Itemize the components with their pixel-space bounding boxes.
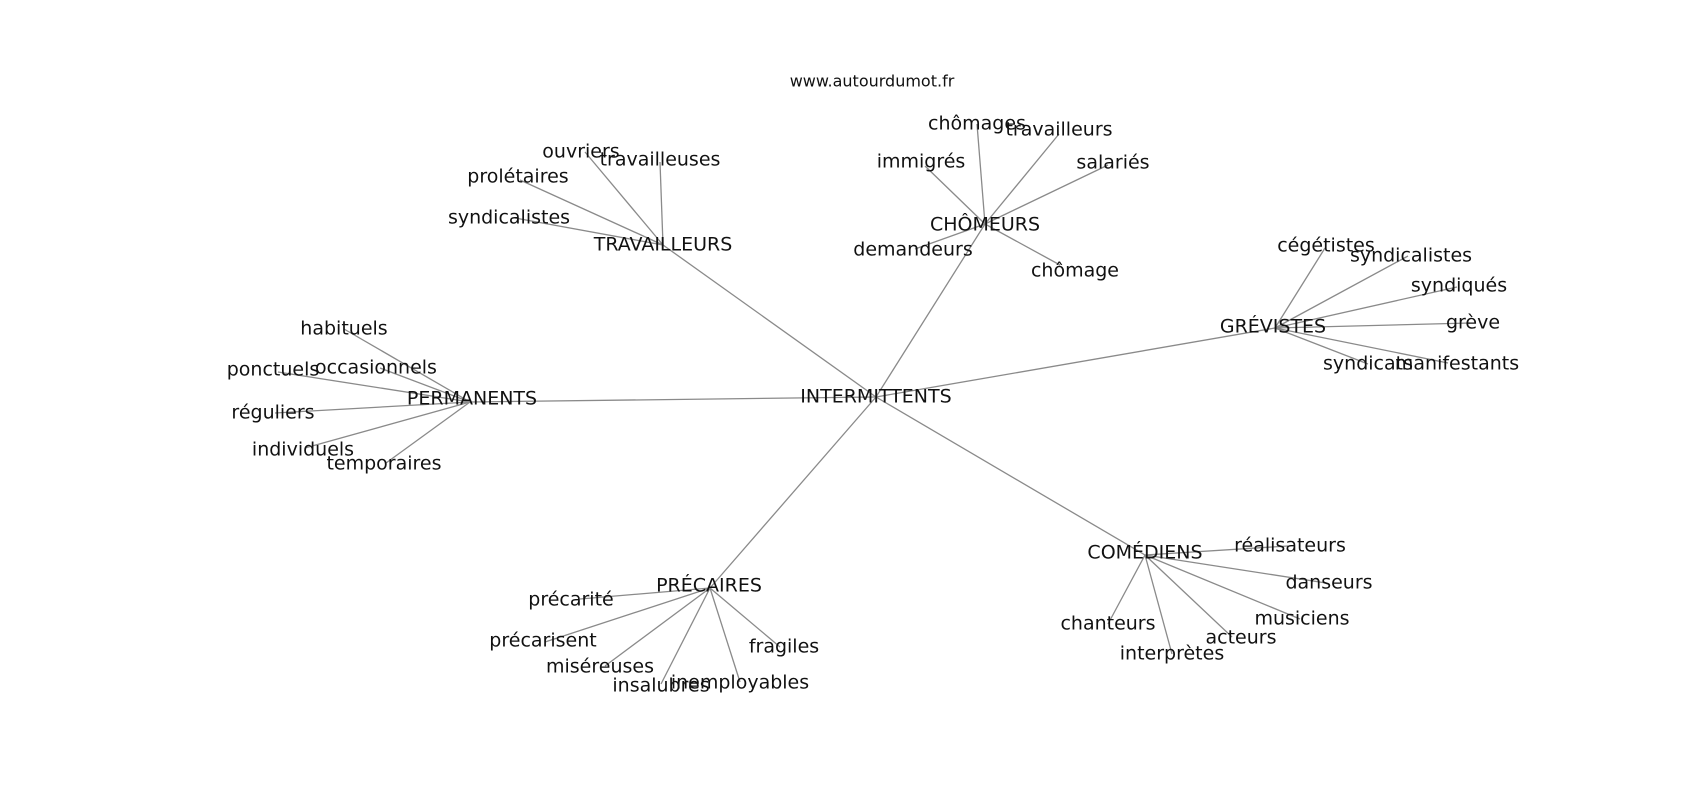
edge-precaires-leaf xyxy=(709,587,741,683)
edge-chomeurs-leaf xyxy=(976,123,986,225)
leaf-node-label: chanteurs xyxy=(1060,613,1155,635)
edge-permanents-leaf xyxy=(343,328,471,403)
edge-grevistes-leaf xyxy=(1274,247,1326,329)
leaf-node-label: insalubres xyxy=(612,675,709,697)
leaf-node-label: travailleurs xyxy=(1005,119,1112,141)
edge-grevistes-leaf xyxy=(1274,255,1409,329)
leaf-node-label: grève xyxy=(1446,312,1500,334)
edge-grevistes-leaf xyxy=(1274,327,1449,364)
edge-chomeurs-leaf xyxy=(924,165,986,225)
edge-travailleurs-leaf xyxy=(584,151,664,246)
edge-comediens-leaf xyxy=(1144,545,1289,556)
leaf-node-label: interprètes xyxy=(1120,643,1224,665)
edge-comediens-leaf xyxy=(1144,554,1327,584)
edge-comediens-leaf xyxy=(1144,554,1301,620)
leaf-node-label: syndicalistes xyxy=(1350,245,1472,267)
leaf-node-label: habituels xyxy=(300,318,387,340)
edge-comediens-leaf xyxy=(1144,554,1173,655)
edge-center-travailleurs xyxy=(662,244,877,398)
leaf-node-label: manifestants xyxy=(1395,353,1519,375)
edge-center-grevistes xyxy=(875,327,1276,398)
watermark-text: www.autourdumot.fr xyxy=(790,72,955,91)
edge-precaires-leaf xyxy=(579,587,711,600)
leaf-node-label: acteurs xyxy=(1206,627,1277,649)
edge-center-chomeurs xyxy=(875,223,986,398)
leaf-node-label: précarisent xyxy=(489,630,596,652)
cluster-node-grevistes: GRÉVISTES xyxy=(1220,315,1326,338)
edge-grevistes-leaf xyxy=(1274,286,1458,329)
edge-center-precaires xyxy=(709,396,877,589)
leaf-node-label: chômage xyxy=(1031,260,1119,282)
graph-edges xyxy=(274,123,1471,685)
leaf-node-label: syndicats xyxy=(1323,353,1413,375)
edge-comediens-leaf xyxy=(1107,554,1146,625)
edge-chomeurs-leaf xyxy=(984,164,1109,225)
leaf-node-label: occasionnels xyxy=(315,357,437,379)
edge-precaires-leaf xyxy=(709,587,781,648)
edge-permanents-leaf xyxy=(385,401,471,464)
leaf-node-label: demandeurs xyxy=(853,239,972,261)
leaf-node-label: ponctuels xyxy=(227,359,320,381)
leaf-node-label: inemployables xyxy=(671,672,809,694)
leaf-node-label: prolétaires xyxy=(467,166,568,188)
cluster-node-precaires: PRÉCAIRES xyxy=(656,574,762,597)
cluster-node-travailleurs: TRAVAILLEURS xyxy=(593,234,733,256)
leaf-node-label: fragiles xyxy=(749,636,819,658)
leaf-node-label: cégétistes xyxy=(1277,235,1375,257)
edge-permanents-leaf xyxy=(379,367,471,403)
edge-travailleurs-leaf xyxy=(659,161,664,246)
leaf-node-label: danseurs xyxy=(1285,572,1372,594)
leaf-node-label: temporaires xyxy=(326,453,441,475)
edge-chomeurs-leaf xyxy=(914,223,986,250)
leaf-node-label: salariés xyxy=(1076,152,1149,174)
cluster-node-permanents: PERMANENTS xyxy=(407,388,537,410)
edge-center-comediens xyxy=(875,396,1146,556)
leaf-node-label: miséreuses xyxy=(546,656,654,678)
edge-precaires-leaf xyxy=(660,587,711,685)
edge-precaires-leaf xyxy=(544,587,711,643)
edge-chomeurs-leaf xyxy=(984,223,1061,266)
edge-permanents-leaf xyxy=(274,401,471,414)
center-node-label: INTERMITTENTS xyxy=(800,386,951,408)
leaf-node-label: syndiqués xyxy=(1411,275,1507,297)
cluster-node-comediens: COMÉDIENS xyxy=(1087,541,1202,564)
edge-permanents-leaf xyxy=(277,371,471,403)
leaf-node-label: travailleuses xyxy=(600,149,721,171)
leaf-node-label: chômages xyxy=(928,113,1026,135)
edge-travailleurs-leaf xyxy=(519,179,664,246)
edge-chomeurs-leaf xyxy=(984,133,1060,225)
leaf-node-label: immigrés xyxy=(877,151,966,173)
cluster-node-chomeurs: CHÔMEURS xyxy=(930,212,1040,236)
leaf-node-label: musiciens xyxy=(1254,608,1349,630)
leaf-node-label: ouvriers xyxy=(542,141,619,163)
edge-precaires-leaf xyxy=(604,587,711,667)
edge-permanents-leaf xyxy=(304,401,471,449)
leaf-node-label: réalisateurs xyxy=(1234,535,1346,557)
edge-travailleurs-leaf xyxy=(514,217,664,246)
leaf-node-label: réguliers xyxy=(231,402,314,424)
leaf-node-label: syndicalistes xyxy=(448,207,570,229)
graph-labels: www.autourdumot.fr INTERMITTENTS TRAVAILL… xyxy=(227,72,1519,697)
leaf-node-label: précarité xyxy=(528,589,613,611)
leaf-node-label: individuels xyxy=(252,439,354,461)
edge-comediens-leaf xyxy=(1144,554,1233,638)
edge-center-permanents xyxy=(469,396,877,403)
edge-grevistes-leaf xyxy=(1274,327,1369,365)
edge-grevistes-leaf xyxy=(1274,322,1471,329)
